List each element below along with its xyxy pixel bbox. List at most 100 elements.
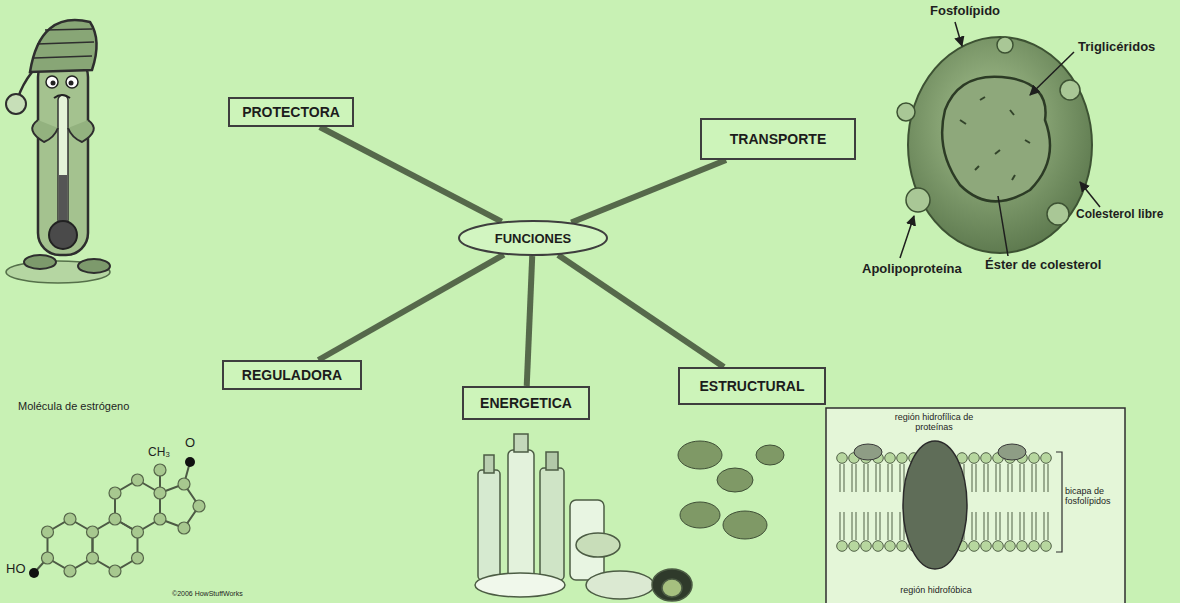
estrogen-molecule-part-part xyxy=(42,526,54,538)
estrogen-molecule-part-part xyxy=(64,565,76,577)
lipoprotein-illustration-part xyxy=(1060,80,1080,100)
connector-line xyxy=(527,256,533,386)
node-label: ENERGETICA xyxy=(480,395,572,411)
ellipse-outline xyxy=(459,221,607,255)
nuts-illustration-part xyxy=(680,502,720,528)
food-illustration-part xyxy=(475,573,565,597)
estrogen-molecule-part-part xyxy=(132,474,144,486)
node-label: REGULADORA xyxy=(242,367,342,383)
cold-thermometer-cartoon-part xyxy=(24,255,56,269)
node-label: TRANSPORTE xyxy=(730,131,826,147)
nuts-illustration-part xyxy=(756,445,784,465)
part-label: Éster de colesterol xyxy=(985,258,1101,273)
node-label: FUNCIONES xyxy=(495,231,572,246)
lipoprotein-illustration-part xyxy=(906,188,930,212)
cell-membrane-illustration-part xyxy=(826,408,1125,603)
lipoprotein-illustration-part xyxy=(1080,182,1100,207)
connector-line xyxy=(558,255,724,367)
cold-thermometer-cartoon-part xyxy=(66,76,78,88)
estrogen-molecule-part-part xyxy=(132,552,144,564)
estrogen-molecule-part-part xyxy=(132,526,144,538)
estrogen-molecule-part-part xyxy=(178,522,190,534)
estrogen-molecule xyxy=(29,457,205,578)
lipoprotein-illustration-part xyxy=(942,77,1050,202)
connector-line xyxy=(571,160,726,223)
food-illustration-part xyxy=(652,569,692,601)
food-illustration-part xyxy=(478,470,500,580)
lipoprotein-illustration-part xyxy=(998,196,1008,256)
function-box: REGULADORA xyxy=(222,360,362,390)
atom-label: HO xyxy=(6,562,26,577)
nuts-illustration-part xyxy=(717,468,753,492)
estrogen-molecule-part-part xyxy=(154,513,166,525)
food-illustration-part xyxy=(662,579,682,597)
figure-title: Molécula de estrógeno xyxy=(18,400,129,413)
cold-thermometer-cartoon-part xyxy=(54,95,70,98)
estrogen-molecule-part xyxy=(115,480,160,532)
cold-thermometer-cartoon-part xyxy=(51,81,56,86)
estrogen-molecule-part xyxy=(29,568,39,578)
estrogen-molecule-part-part xyxy=(109,487,121,499)
lipoprotein-illustration-part xyxy=(997,37,1013,53)
atom-label: O xyxy=(185,436,195,451)
nuts-illustration xyxy=(678,441,784,539)
food-illustration-part xyxy=(508,450,534,580)
atom-label: CH₃ xyxy=(148,446,170,460)
estrogen-molecule-part-part xyxy=(42,552,54,564)
cell-membrane-illustration-part xyxy=(903,441,967,569)
cell-membrane-illustration-part xyxy=(1056,452,1062,552)
cell-membrane-illustration xyxy=(826,408,1125,603)
estrogen-molecule-part xyxy=(185,457,195,467)
lipoprotein-illustration-part xyxy=(955,22,962,46)
part-label: Fosfolípido xyxy=(930,4,1000,19)
food-illustration xyxy=(475,434,692,601)
cell-membrane-illustration-part xyxy=(998,444,1026,460)
cold-thermometer-cartoon-part xyxy=(6,94,26,114)
cold-thermometer-cartoon-part xyxy=(78,259,110,273)
lipoprotein-illustration-part xyxy=(960,97,1030,180)
cold-thermometer-cartoon-part xyxy=(49,221,77,249)
cold-thermometer-cartoon xyxy=(6,20,110,283)
lipoprotein-illustration xyxy=(897,22,1100,258)
lipoprotein-illustration-part xyxy=(908,37,1092,253)
food-illustration-part xyxy=(546,452,558,470)
estrogen-molecule-part-part xyxy=(178,478,190,490)
copyright-note: ©2006 HowStuffWorks xyxy=(172,590,243,598)
nuts-illustration-part xyxy=(678,441,722,469)
food-illustration-part xyxy=(514,434,528,452)
lipoprotein-illustration-part xyxy=(1047,203,1069,225)
cold-thermometer-cartoon-part xyxy=(34,29,94,58)
function-box: TRANSPORTE xyxy=(700,118,856,160)
food-illustration-part xyxy=(484,455,494,473)
estrogen-molecule-part-part xyxy=(87,552,99,564)
estrogen-molecule-part xyxy=(48,519,93,571)
estrogen-molecule-part xyxy=(42,464,206,577)
nuts-illustration-part xyxy=(723,511,767,539)
membrane-label: región hidrofílica de proteínas xyxy=(882,412,986,433)
function-box: ENERGETICA xyxy=(462,386,590,420)
cold-thermometer-cartoon-part xyxy=(46,76,58,88)
lipoprotein-illustration-part xyxy=(900,216,914,258)
connector-line xyxy=(318,255,503,360)
node-label: ESTRUCTURAL xyxy=(700,378,805,394)
cold-thermometer-cartoon-part xyxy=(38,55,88,255)
estrogen-molecule-part-part xyxy=(154,464,166,476)
part-label: Colesterol libre xyxy=(1076,208,1163,222)
estrogen-molecule-part-part xyxy=(193,500,205,512)
food-illustration-part xyxy=(540,468,564,580)
function-box: ESTRUCTURAL xyxy=(678,367,826,405)
estrogen-molecule-part-part xyxy=(109,513,121,525)
cold-thermometer-cartoon-part xyxy=(32,120,58,142)
connector-line xyxy=(320,127,502,222)
food-illustration-part xyxy=(576,533,620,557)
part-label: Apolipoproteína xyxy=(862,262,962,277)
lipoprotein-illustration-part xyxy=(897,103,915,121)
membrane-label: bicapa de fosfolípidos xyxy=(1065,486,1123,507)
cold-thermometer-cartoon-part xyxy=(68,120,94,142)
part-label: Triglicéridos xyxy=(1078,40,1155,55)
estrogen-molecule-part-part xyxy=(154,487,166,499)
